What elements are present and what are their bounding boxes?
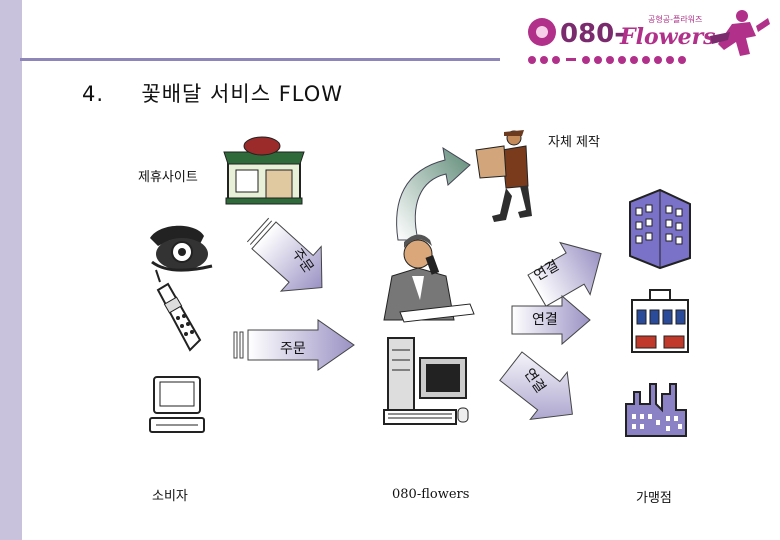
connect-arrow-upper xyxy=(527,241,602,307)
page-title: 4. 꽃배달 서비스 FLOW xyxy=(82,78,343,108)
operator-icon xyxy=(383,234,475,323)
logo-tagline: 공형공-플라워즈 xyxy=(648,15,702,24)
runner-icon xyxy=(710,10,770,56)
order-arrow-from-site xyxy=(246,217,323,292)
logo-graphic: 080- Flowers 공형공-플라워즈 xyxy=(528,10,770,64)
connect-arrow-lower xyxy=(499,351,573,421)
storefront-icon xyxy=(223,136,305,205)
left-sidebar-bar xyxy=(0,0,22,540)
delivery-person-icon xyxy=(475,130,532,222)
logo-brand: Flowers xyxy=(619,24,716,50)
franchise-store-icon xyxy=(631,289,689,353)
order-arrow-from-consumer xyxy=(233,319,355,371)
franchise-tower-icon xyxy=(629,188,691,270)
connect-arrow-middle xyxy=(511,294,591,346)
label-partner-sites: 제휴사이트 xyxy=(138,170,198,185)
logo-number: 080- xyxy=(560,19,625,49)
brand-logo: 080- Flowers 공형공-플라워즈 xyxy=(520,6,770,68)
label-consumer: 소비자 xyxy=(152,489,188,504)
franchise-factory-icon xyxy=(625,383,687,437)
header-divider-line xyxy=(20,58,500,61)
telephone-icon xyxy=(150,225,213,272)
cellphone-icon xyxy=(155,269,202,352)
arrow-label-connect-middle: 연결 xyxy=(532,312,558,328)
title-number: 4. xyxy=(82,82,105,106)
label-franchise: 가맹점 xyxy=(636,491,672,506)
consumer-computer-icon xyxy=(149,376,205,433)
arrow-label-order-consumer: 주문 xyxy=(280,341,306,357)
label-self-production: 자체 제작 xyxy=(548,135,600,150)
title-text: 꽃배달 서비스 FLOW xyxy=(141,82,344,106)
server-computer-icon xyxy=(383,337,469,425)
curve-arrow-self-production xyxy=(396,146,471,241)
label-company: 080-flowers xyxy=(392,487,470,502)
